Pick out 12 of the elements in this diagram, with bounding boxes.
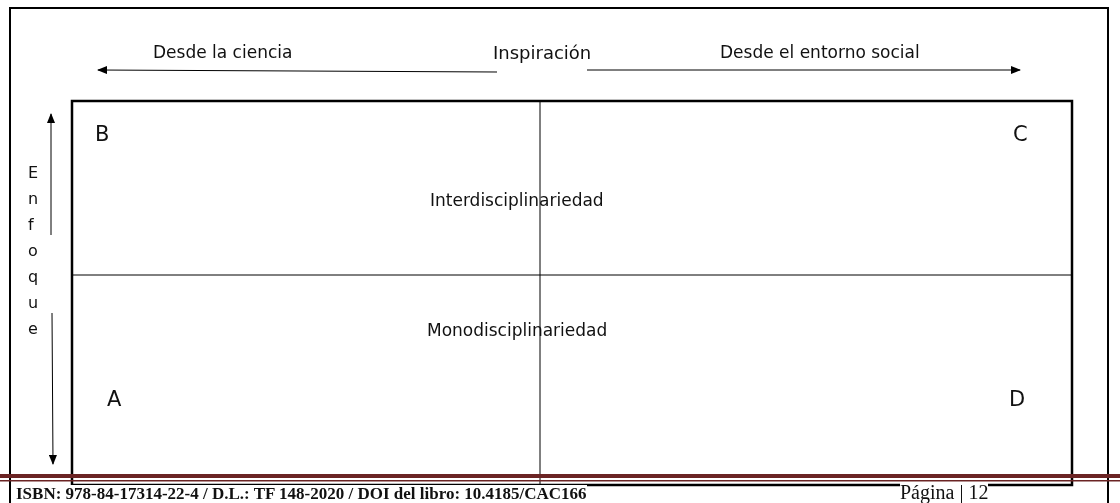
footer-text: ISBN: 978-84-17314-22-4 / D.L.: TF 148-2020 / DOI del libro: 10.4185/CAC166 <box>16 485 587 502</box>
page-number: Página | 12 <box>900 482 989 502</box>
section-label: Monodisciplinariedad <box>427 320 608 340</box>
section-label: Interdisciplinariedad <box>430 190 604 210</box>
axis-label: Desde el entorno social <box>720 42 920 62</box>
axis-title: Inspiración <box>493 42 592 63</box>
quadrant-letter: B <box>95 122 110 146</box>
quadrant-letter: A <box>107 387 122 411</box>
quadrant-letter: D <box>1009 387 1026 411</box>
quadrant-letter: C <box>1013 122 1028 146</box>
axis-label: Desde la ciencia <box>153 42 293 62</box>
axis-title: Enfoque <box>28 162 40 340</box>
